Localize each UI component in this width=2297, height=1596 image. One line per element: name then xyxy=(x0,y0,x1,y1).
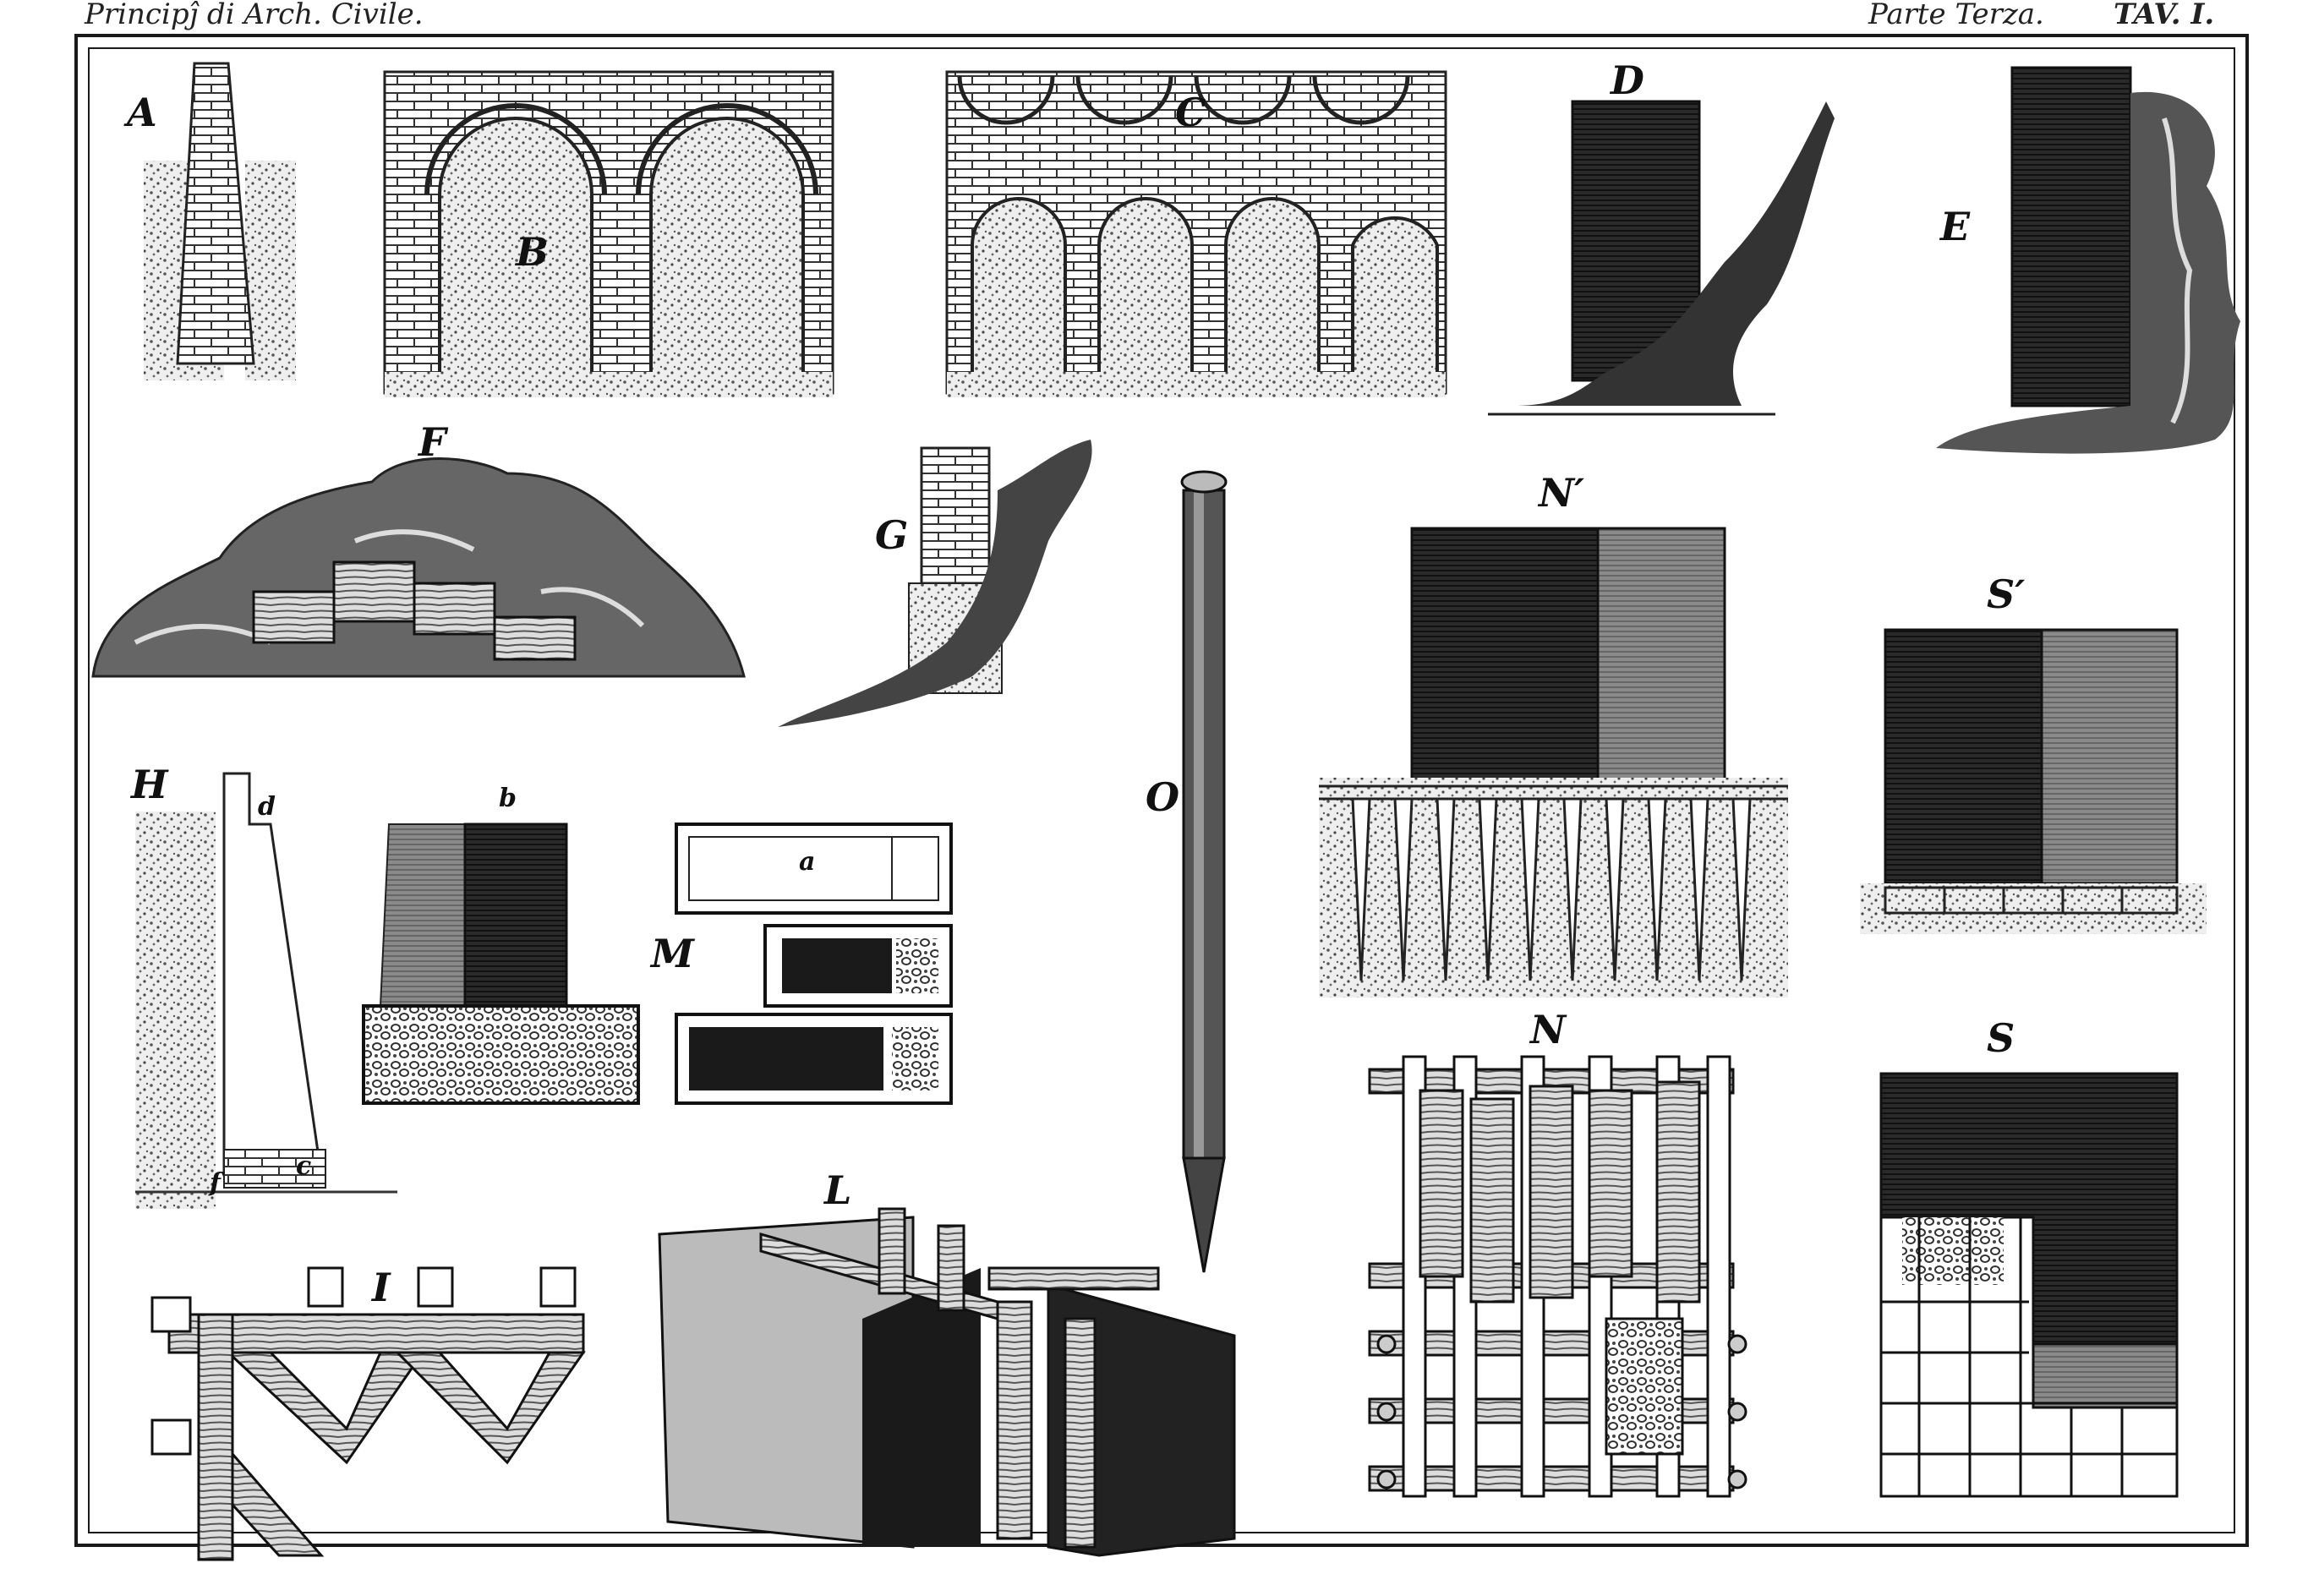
figure-b-small-drawing xyxy=(362,823,640,1105)
figure-s-prime-drawing xyxy=(1860,628,2207,934)
figure-label-d: D xyxy=(1611,57,1644,103)
figure-label-g: G xyxy=(875,512,909,558)
header-plate-number: TAV. I. xyxy=(2114,0,2215,31)
figure-label-i: I xyxy=(372,1265,391,1310)
figure-s-drawing xyxy=(1879,1072,2179,1498)
header-title: Principĵ di Arch. Civile. xyxy=(85,0,424,31)
figure-n-prime-drawing xyxy=(1319,527,1788,998)
figure-c-drawing xyxy=(945,70,1447,397)
figure-d-drawing xyxy=(1488,100,1835,416)
figure-label-n: N xyxy=(1530,1007,1567,1052)
figure-label-c: C xyxy=(1175,90,1206,135)
figure-o-drawing xyxy=(1180,470,1228,1273)
header-part: Parte Terza. xyxy=(1868,0,2044,31)
figure-label-b: B xyxy=(516,229,549,275)
figure-label-s-prime: S′ xyxy=(1987,571,2026,617)
figure-label-l: L xyxy=(824,1167,852,1213)
figure-label-n-prime: N′ xyxy=(1539,470,1585,516)
figure-label-m: M xyxy=(651,931,694,976)
figure-f-drawing xyxy=(91,457,746,678)
figure-label-a: A xyxy=(127,90,157,135)
sub-label-f: f xyxy=(210,1168,221,1198)
figure-a-drawing xyxy=(144,62,296,380)
figure-m-drawing xyxy=(675,823,953,1105)
sub-label-c: c xyxy=(296,1151,312,1181)
figure-label-s: S xyxy=(1987,1015,2015,1061)
figure-n-drawing xyxy=(1368,1055,1747,1498)
figure-label-e: E xyxy=(1940,204,1971,249)
figure-label-f: F xyxy=(418,419,446,465)
figure-i-drawing xyxy=(150,1266,586,1561)
figure-e-drawing xyxy=(1936,66,2240,454)
sub-label-b: b xyxy=(499,784,517,813)
figure-label-h: H xyxy=(131,762,168,807)
figure-b-drawing xyxy=(383,70,834,397)
figure-l-drawing xyxy=(658,1207,1236,1557)
sub-label-a: a xyxy=(799,847,816,877)
figure-h-drawing xyxy=(135,772,397,1209)
figure-g-drawing xyxy=(778,440,1092,727)
sub-label-d: d xyxy=(258,792,276,822)
figure-label-o: O xyxy=(1146,774,1180,820)
